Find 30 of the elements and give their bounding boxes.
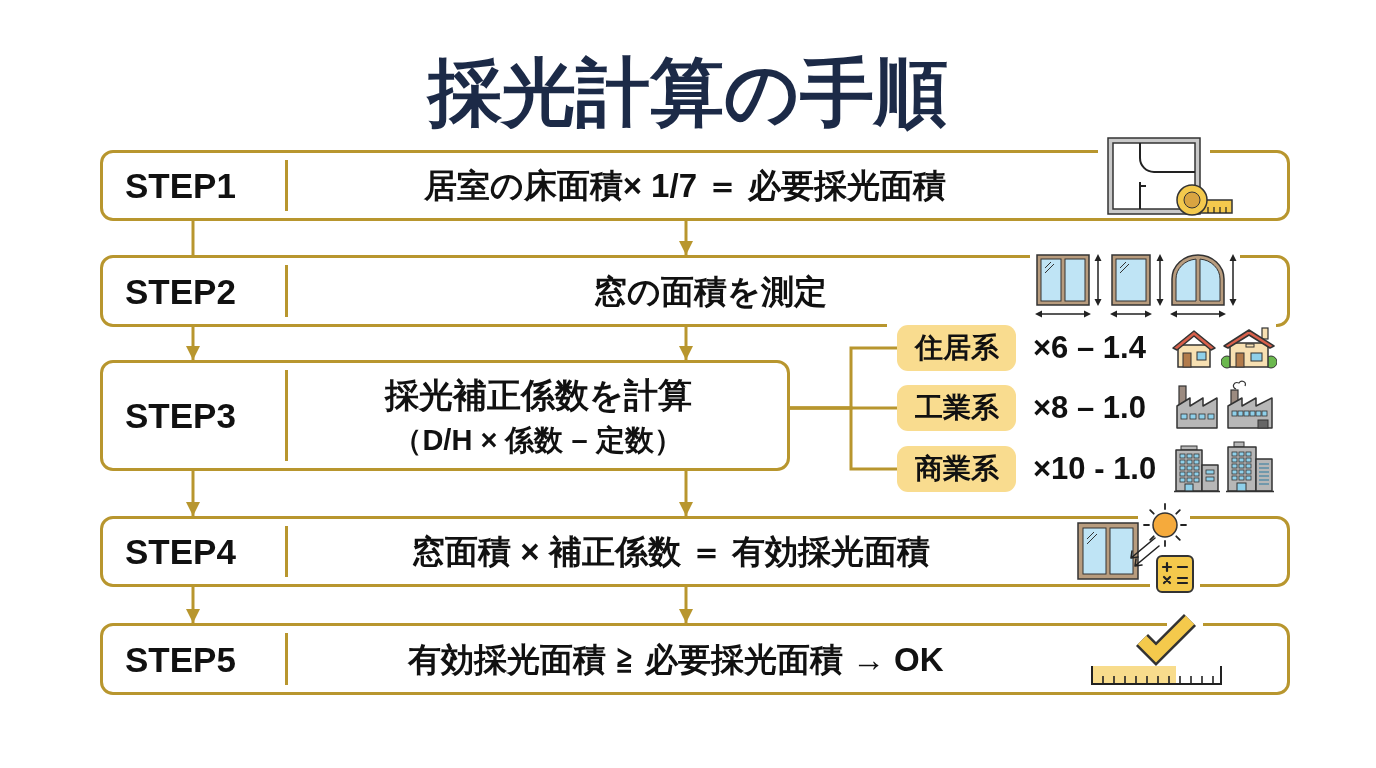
category-tag: 工業系	[897, 385, 1016, 431]
step-label: STEP5	[125, 639, 236, 681]
arrow	[679, 471, 693, 516]
arrow	[186, 587, 200, 623]
arrow	[679, 327, 693, 360]
category-tag: 住居系	[897, 325, 1016, 371]
step-box	[100, 150, 1290, 221]
connector-line	[790, 406, 897, 471]
step-text: 有効採光面積 ≧ 必要採光面積 → OK	[408, 641, 944, 679]
step-box	[100, 623, 1290, 695]
formula-text: ×8 – 1.0	[1033, 390, 1146, 426]
step-text: 居室の床面積× 1/7 ＝ 必要採光面積	[423, 167, 947, 205]
step-text: 窓面積 × 補正係数 ＝ 有効採光面積	[412, 533, 930, 571]
step-text: 採光補正係数を計算	[384, 376, 692, 416]
step-label: STEP1	[125, 165, 236, 207]
formula-text: ×10 - 1.0	[1033, 451, 1157, 487]
step-box	[100, 516, 1290, 587]
step-text: 窓の面積を測定	[593, 273, 827, 311]
step-label: STEP2	[125, 271, 236, 313]
arrow	[679, 221, 693, 255]
step-box	[100, 360, 790, 471]
step-text: （D/H × 係数 – 定数）	[393, 424, 683, 458]
arrow	[186, 327, 200, 360]
category-tag: 商業系	[897, 446, 1016, 492]
arrow	[186, 471, 200, 516]
step-label: STEP3	[125, 395, 236, 437]
connector-line	[191, 221, 195, 255]
arrow	[679, 587, 693, 623]
formula-text: ×6 – 1.4	[1033, 330, 1146, 366]
step-label: STEP4	[125, 531, 236, 573]
